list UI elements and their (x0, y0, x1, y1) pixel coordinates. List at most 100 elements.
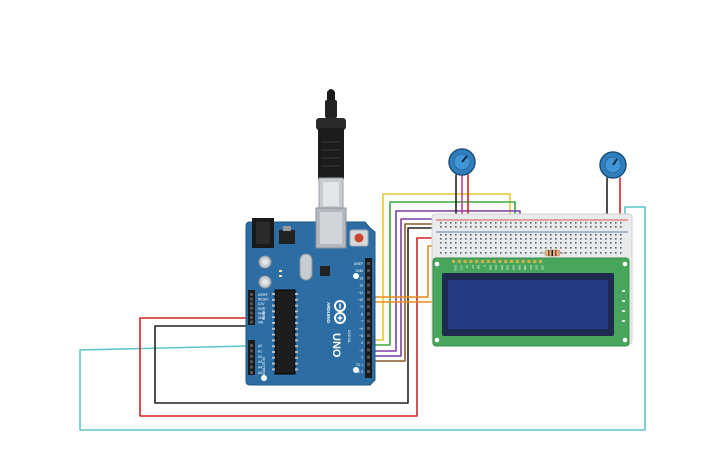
header-pin[interactable] (367, 326, 370, 330)
lcd-pin-label: DB3 (506, 265, 510, 271)
digital-pin-label: TX 1 (356, 363, 363, 367)
lcd-pin[interactable] (504, 260, 508, 263)
digital-pin-label: ~11 (358, 291, 364, 295)
atmega-chip (274, 289, 296, 375)
header-pin[interactable] (367, 305, 370, 309)
header-pin[interactable] (250, 316, 253, 319)
lcd-pin-label: DB6 (523, 265, 527, 271)
digital-pin-label: GND (355, 269, 363, 273)
wire-black-gnd[interactable] (154, 227, 441, 404)
lcd-pin[interactable] (486, 260, 490, 263)
header-pin[interactable] (250, 297, 253, 301)
lcd-pin-label: V0 (465, 265, 469, 269)
header-pin[interactable] (250, 320, 253, 324)
analog-pin-label: A2 (258, 355, 262, 359)
usb-chip (320, 266, 330, 276)
header-pin[interactable] (250, 349, 253, 353)
digital-pin-label: RX 0 (355, 370, 363, 374)
header-pin[interactable] (250, 302, 253, 306)
digital-header[interactable] (365, 258, 372, 378)
analog-pin-label: A1 (258, 349, 262, 353)
voltage-regulator (279, 230, 295, 244)
header-pin[interactable] (250, 311, 253, 315)
digital-pin-label: 13 (359, 276, 363, 280)
header-pin[interactable] (367, 370, 370, 373)
header-pin[interactable] (250, 365, 253, 369)
lcd-pin[interactable] (515, 260, 519, 263)
lcd-pin[interactable] (492, 260, 496, 263)
header-pin[interactable] (367, 348, 370, 352)
led (279, 270, 282, 272)
lcd-pin-label: DB7 (529, 265, 533, 271)
lcd-pin[interactable] (527, 260, 531, 263)
wire-cyan-pot2[interactable] (79, 206, 646, 431)
header-pin[interactable] (367, 319, 370, 323)
digital-pin-label: ~6 (359, 327, 363, 331)
lcd-pin-label: LED (541, 265, 545, 270)
header-pin[interactable] (367, 269, 370, 273)
lcd-pin[interactable] (510, 260, 513, 263)
digital-pin-label: 2 (361, 356, 363, 360)
header-pin[interactable] (250, 306, 253, 310)
header-pin[interactable] (250, 293, 253, 296)
led (279, 275, 282, 277)
header-pin[interactable] (367, 341, 370, 345)
usb-cable[interactable] (316, 89, 346, 211)
arduino-uno-board[interactable]: ARDUINO UNO POWER IOREFRESET3.3V5VGNDGND… (245, 207, 376, 386)
header-pin[interactable] (367, 276, 370, 280)
lcd-pin[interactable] (533, 260, 537, 263)
lcd-pin-label: DB0 (488, 265, 492, 271)
header-pin[interactable] (367, 298, 370, 301)
lcd-pin[interactable] (463, 260, 467, 263)
analog-pin-label: A0 (258, 344, 262, 348)
lcd-mount-hole (622, 261, 628, 267)
lcd-pin[interactable] (481, 260, 484, 263)
lcd-pin-label: E (483, 265, 487, 267)
potentiometer-1[interactable] (448, 148, 476, 176)
header-pin[interactable] (367, 262, 370, 265)
lcd-mount-hole (622, 337, 628, 343)
potentiometer-2[interactable] (599, 151, 627, 179)
lcd-mount-hole (434, 261, 440, 267)
lcd-pin[interactable] (521, 260, 525, 263)
header-pin[interactable] (367, 290, 370, 294)
header-pin[interactable] (367, 312, 370, 316)
digital-pin-label: 12 (359, 284, 363, 288)
resistor[interactable] (540, 249, 565, 257)
lcd-pin-label: LED (535, 265, 539, 270)
header-pin[interactable] (250, 354, 253, 358)
lcd-pin[interactable] (539, 260, 542, 263)
header-pin[interactable] (250, 371, 253, 374)
header-pin[interactable] (367, 334, 370, 337)
arduino-logo-text: ARDUINO (326, 302, 331, 323)
lcd-pin-label: DB4 (512, 265, 516, 271)
power-pin-label: IOREF (258, 293, 268, 297)
digital-pin-label: 7 (361, 320, 363, 324)
lcd-pin-label: RS (471, 265, 475, 269)
arduino-logo (334, 300, 346, 324)
lcd-pin[interactable] (469, 260, 473, 263)
lcd-pin-label: DB1 (494, 265, 498, 271)
power-pin-label: GND (258, 311, 266, 315)
header-pin[interactable] (250, 360, 253, 364)
header-pin[interactable] (367, 283, 370, 287)
wire-yellow[interactable] (369, 193, 511, 341)
header-pin[interactable] (367, 362, 370, 366)
digital-pin-label: AREF (354, 262, 363, 266)
header-pin[interactable] (367, 355, 370, 359)
lcd-pin-label: RW (477, 265, 481, 270)
lcd-pin[interactable] (475, 260, 479, 263)
power-pin-label: GND (258, 316, 266, 320)
lcd-pin[interactable] (498, 260, 502, 263)
lcd-pin-label: DB5 (517, 265, 521, 271)
lcd-pin[interactable] (452, 260, 455, 263)
power-pin-label: VIN (258, 321, 264, 325)
lcd-pin[interactable] (457, 260, 461, 263)
header-pin[interactable] (250, 344, 253, 347)
analog-pin-label: A4 (258, 366, 262, 370)
wire-red-5v[interactable] (139, 237, 434, 417)
digital-pin-label: ~5 (359, 334, 363, 338)
